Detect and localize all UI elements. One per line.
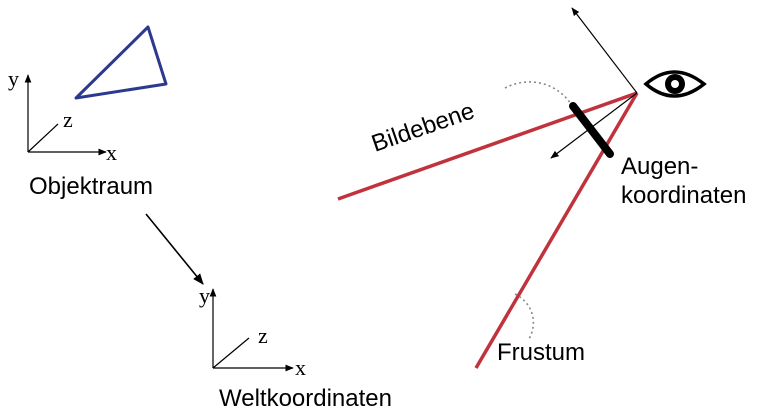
object-z-axis xyxy=(27,123,59,153)
frustum-lower-edge xyxy=(474,92,639,369)
eye-view-vector xyxy=(550,92,638,159)
object-space-group: y z x Objektraum xyxy=(8,25,168,200)
world-space-group: y z x Weltkoordinaten xyxy=(199,283,392,412)
object-axis-x-label: x xyxy=(106,140,117,165)
world-space-label: Weltkoordinaten xyxy=(219,385,392,412)
image-plane-label: Bildebene xyxy=(368,97,478,157)
world-axis-x-label: x xyxy=(295,355,306,380)
world-axis-z-label: z xyxy=(258,323,268,348)
transform-arrow xyxy=(145,213,204,285)
world-axis-y-label: y xyxy=(199,283,210,308)
eye-icon xyxy=(643,70,707,98)
world-z-axis xyxy=(212,337,250,369)
eye-coords-label-line1: Augen- xyxy=(621,153,698,180)
frustum-label: Frustum xyxy=(497,339,585,366)
image-plane xyxy=(569,102,614,158)
frustum-pointer xyxy=(514,293,535,340)
object-axis-y-label: y xyxy=(8,66,19,91)
image-plane-pointer xyxy=(504,81,572,105)
eye-coords-label-line2: koordinaten xyxy=(621,182,746,209)
object-axis-z-label: z xyxy=(63,107,73,132)
object-space-label: Objektraum xyxy=(29,173,153,200)
camera-group: Bildebene Augen- koordinaten Frustum xyxy=(337,7,746,369)
object-triangle xyxy=(74,25,168,100)
frustum-upper-edge xyxy=(337,91,638,201)
eye-up-vector xyxy=(571,7,638,94)
